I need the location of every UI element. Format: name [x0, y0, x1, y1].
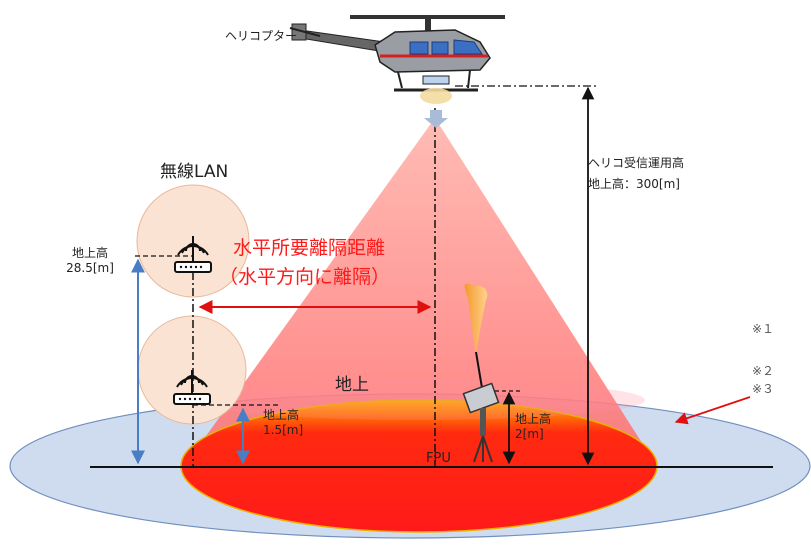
fpu-antenna-icon: [462, 283, 500, 463]
wireless-lan-label: 無線LAN: [160, 162, 229, 182]
upper-router-icon: [174, 236, 212, 273]
lower-ap-height-label: 地上高 1.5[m]: [263, 408, 303, 438]
horizontal-distance-label-line2: （水平方向に離隔）: [219, 266, 391, 288]
helicopter-beam-cone: [183, 118, 658, 468]
note-3: ※３: [752, 382, 775, 396]
fpu-height-title: 地上高: [515, 412, 552, 426]
upper-ap-height-title: 地上高: [71, 246, 108, 260]
ground-plane-band: [193, 380, 645, 420]
fpu-height-value: 2[m]: [515, 427, 544, 441]
upper-ap-height-label: 地上高 28.5[m]: [50, 246, 130, 276]
area-pointer-arrow: [674, 396, 751, 425]
fpu-label: FPU: [426, 451, 451, 466]
note-2: ※２: [752, 364, 775, 378]
horizontal-distance-label-line1: 水平所要離隔距離: [233, 237, 386, 259]
note-1: ※１: [752, 322, 775, 336]
lower-ap-height-title: 地上高: [263, 408, 300, 422]
ground-label: 地上: [335, 375, 369, 395]
heli-altitude-label: 地上高：300[m]: [588, 177, 680, 191]
heli-operating-height-label: ヘリコ受信運用高: [588, 156, 685, 170]
helicopter-label: ヘリコプター: [225, 29, 298, 43]
lower-ap-height-value: 1.5[m]: [263, 423, 304, 437]
helicopter-icon: [289, 15, 505, 128]
lower-router-icon: [173, 370, 211, 405]
upper-ap-height-value: 28.5[m]: [66, 261, 114, 275]
fpu-height-label: 地上高 2[m]: [515, 412, 551, 442]
